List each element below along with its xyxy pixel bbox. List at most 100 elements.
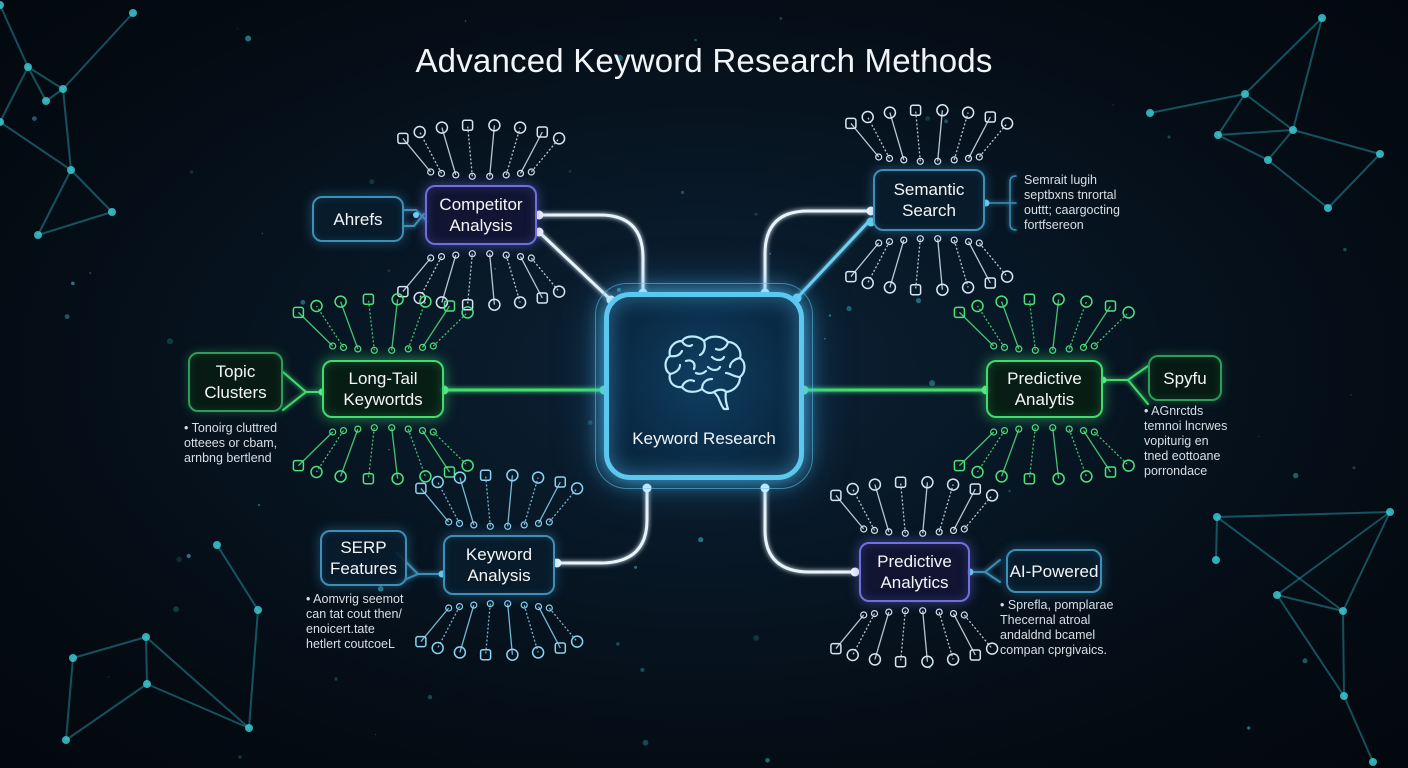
- ray-dot: [1079, 343, 1088, 351]
- ray-line: [441, 254, 457, 303]
- ray-dot: [470, 521, 478, 529]
- particle: [694, 38, 697, 42]
- network-edge: [62, 88, 72, 171]
- tool-ai-powered[interactable]: AI-Powered: [1006, 549, 1102, 593]
- network-edge: [1217, 129, 1294, 136]
- ray-dot: [545, 518, 553, 526]
- network-node: [108, 208, 116, 216]
- ray-line: [914, 110, 921, 162]
- small-square-icon: [461, 298, 474, 311]
- hub-label: Keyword Research: [632, 429, 776, 448]
- network-edge: [1267, 129, 1294, 161]
- ray-line: [1093, 431, 1130, 467]
- network-edge: [1244, 93, 1294, 131]
- ray-dot: [1079, 427, 1088, 435]
- particle: [32, 116, 37, 121]
- small-target-icon: [391, 472, 404, 485]
- hub-keyword-research[interactable]: Keyword Research: [604, 292, 804, 480]
- ray-dot: [870, 526, 879, 535]
- ray-dot: [1031, 424, 1039, 432]
- ray-line: [420, 607, 450, 643]
- network-edge: [1327, 153, 1381, 209]
- particle: [779, 17, 783, 20]
- ray-dot: [990, 342, 998, 350]
- tool-ahrefs[interactable]: Ahrefs: [312, 196, 404, 242]
- particle: [64, 314, 70, 319]
- ray-dot: [916, 235, 924, 243]
- small-target-icon: [310, 465, 323, 479]
- network-node: [0, 1, 4, 9]
- tool-label: Spyfu: [1163, 368, 1207, 388]
- connector-topic-clusters: [282, 371, 323, 411]
- ray-dot: [1090, 342, 1098, 350]
- network-edge: [1149, 93, 1246, 114]
- network-edge: [1215, 516, 1218, 561]
- ray-line: [548, 487, 578, 523]
- network-node: [1386, 508, 1394, 516]
- network-node: [1339, 607, 1347, 615]
- small-square-icon: [397, 132, 409, 145]
- ray-line: [507, 475, 514, 527]
- ray-line: [1068, 301, 1088, 350]
- ray-line: [874, 611, 890, 660]
- small-target-icon: [552, 285, 566, 298]
- small-target-icon: [1080, 295, 1093, 308]
- connector-competitor-top: [537, 213, 645, 295]
- network-node: [129, 9, 137, 17]
- ray-dot: [919, 607, 927, 615]
- ray-dot: [949, 526, 958, 535]
- connector-competitor-diag: [537, 230, 613, 302]
- network-edge: [1267, 159, 1329, 209]
- particle: [1343, 247, 1347, 252]
- small-square-icon: [909, 283, 922, 296]
- particle: [824, 338, 826, 340]
- small-square-icon: [909, 104, 922, 117]
- ray-dot: [354, 425, 362, 433]
- network-edge: [216, 544, 259, 611]
- ray-dot: [520, 521, 528, 529]
- network-node: [142, 633, 150, 641]
- network-node: [143, 680, 151, 688]
- ray-dot: [885, 154, 894, 162]
- small-target-icon: [419, 470, 432, 483]
- network-edge: [1276, 594, 1345, 697]
- ray-dot: [901, 607, 909, 615]
- ray-line: [1052, 299, 1060, 351]
- particle: [923, 56, 928, 61]
- particle: [89, 271, 92, 275]
- ray-line: [548, 607, 578, 643]
- ray-dot: [520, 601, 528, 609]
- small-square-icon: [1104, 466, 1117, 478]
- particle: [1302, 658, 1308, 664]
- particle: [166, 338, 174, 345]
- particle: [176, 556, 182, 563]
- ray-dot: [516, 169, 525, 177]
- ray-dot: [404, 425, 412, 433]
- ray-dot: [455, 602, 464, 611]
- ray-dot: [1049, 346, 1057, 354]
- particle: [642, 739, 649, 746]
- ray-dot: [418, 343, 427, 351]
- ray-dot: [504, 600, 512, 608]
- tool-spyfu[interactable]: Spyfu: [1148, 355, 1222, 401]
- small-target-icon: [1052, 472, 1065, 485]
- ray-line: [391, 427, 399, 479]
- small-target-icon: [868, 478, 882, 491]
- ray-dot: [934, 235, 942, 243]
- network-node: [1318, 14, 1326, 22]
- small-target-icon: [1000, 270, 1014, 283]
- small-target-icon: [861, 276, 874, 290]
- small-target-icon: [936, 283, 949, 296]
- ray-line: [367, 427, 375, 479]
- ray-line: [1000, 428, 1020, 477]
- ray-dot: [470, 601, 478, 609]
